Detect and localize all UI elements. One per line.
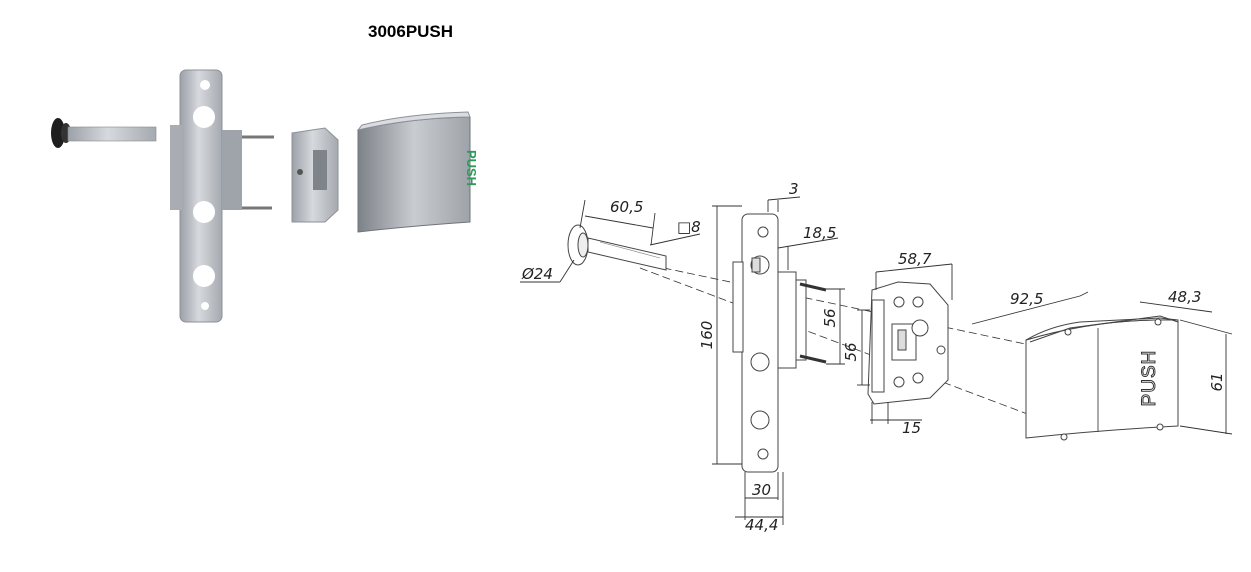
photo-exploded-view: PUSH (51, 69, 479, 323)
dim-screw-pitch: 56 (821, 308, 839, 327)
push-cover: PUSH (1025, 315, 1179, 441)
product-title: 3006PUSH (368, 22, 454, 41)
dimension-labels: 60,5 □8 Ø24 3 18,5 160 30 44,4 56 56 58,… (521, 180, 1226, 534)
lock-body (867, 281, 949, 405)
knob-photo (51, 118, 157, 148)
mounting-plate (732, 213, 779, 473)
dim-square: □8 (677, 218, 701, 236)
dim-plate-thickness: 3 (789, 180, 799, 198)
push-label-drawing: PUSH (1139, 350, 1160, 407)
dim-plate-height: 160 (698, 321, 716, 350)
push-label-photo: PUSH (464, 150, 479, 186)
dim-plate-outer-width: 44,4 (745, 516, 778, 534)
push-cover-photo: PUSH (356, 111, 479, 233)
mounting-plate-photo (170, 69, 274, 323)
dim-knob-diameter: Ø24 (521, 265, 553, 283)
dimension-lines (520, 196, 1233, 525)
dim-lock-depth: 15 (902, 419, 921, 437)
knob-spindle (567, 224, 667, 271)
dim-lock-pitch: 56 (842, 342, 860, 361)
spacer-with-studs (777, 271, 827, 369)
dim-cover-depth: 48,3 (1168, 288, 1201, 306)
centerlines (639, 262, 1031, 416)
dim-cover-height: 61 (1208, 372, 1226, 391)
dim-plate-inner-width: 30 (752, 481, 771, 499)
dim-lock-width: 58,7 (898, 250, 932, 268)
dim-cover-length: 92,5 (1010, 290, 1043, 308)
lock-body-photo (291, 127, 339, 223)
technical-drawing: PUSH (520, 180, 1233, 534)
dim-spacer: 18,5 (803, 224, 836, 242)
dim-shaft-length: 60,5 (610, 198, 643, 216)
